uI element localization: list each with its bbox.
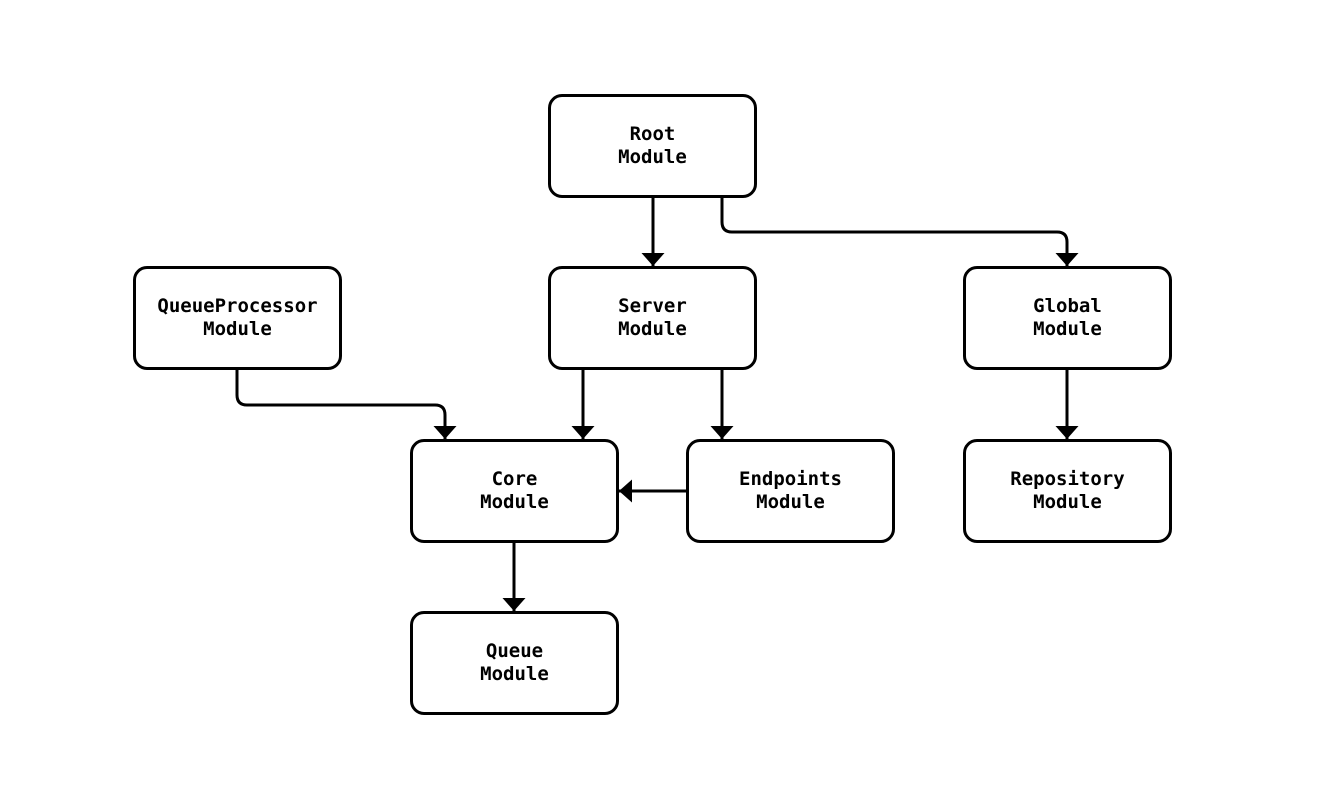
node-label: Core [491,468,538,490]
node-repository-module: Repository Module [963,439,1172,543]
node-label: Server [618,295,687,317]
node-label: Repository [1010,468,1125,490]
node-label: Endpoints [739,468,842,490]
edge-queueprocessor-to-core [235,370,457,439]
node-label: Module [203,318,272,340]
edge-root-to-global [720,198,1079,266]
node-global-module: Global Module [963,266,1172,370]
node-label: Global [1033,295,1102,317]
node-label: Module [618,318,687,340]
node-endpoints-module: Endpoints Module [686,439,895,543]
node-label: Queue [485,640,544,662]
node-queue-module: Queue Module [410,611,619,715]
node-label: Module [1033,491,1102,513]
node-label: Module [618,146,687,168]
node-core-module: Core Module [410,439,619,543]
node-label: Root [629,123,676,145]
node-root-module: Root Module [548,94,757,198]
node-label: Module [1033,318,1102,340]
node-label: Module [756,491,825,513]
node-label: Module [480,491,549,513]
node-label: Module [480,663,549,685]
node-server-module: Server Module [548,266,757,370]
node-label: QueueProcessor [157,295,318,317]
node-queueprocessor-module: QueueProcessor Module [133,266,342,370]
